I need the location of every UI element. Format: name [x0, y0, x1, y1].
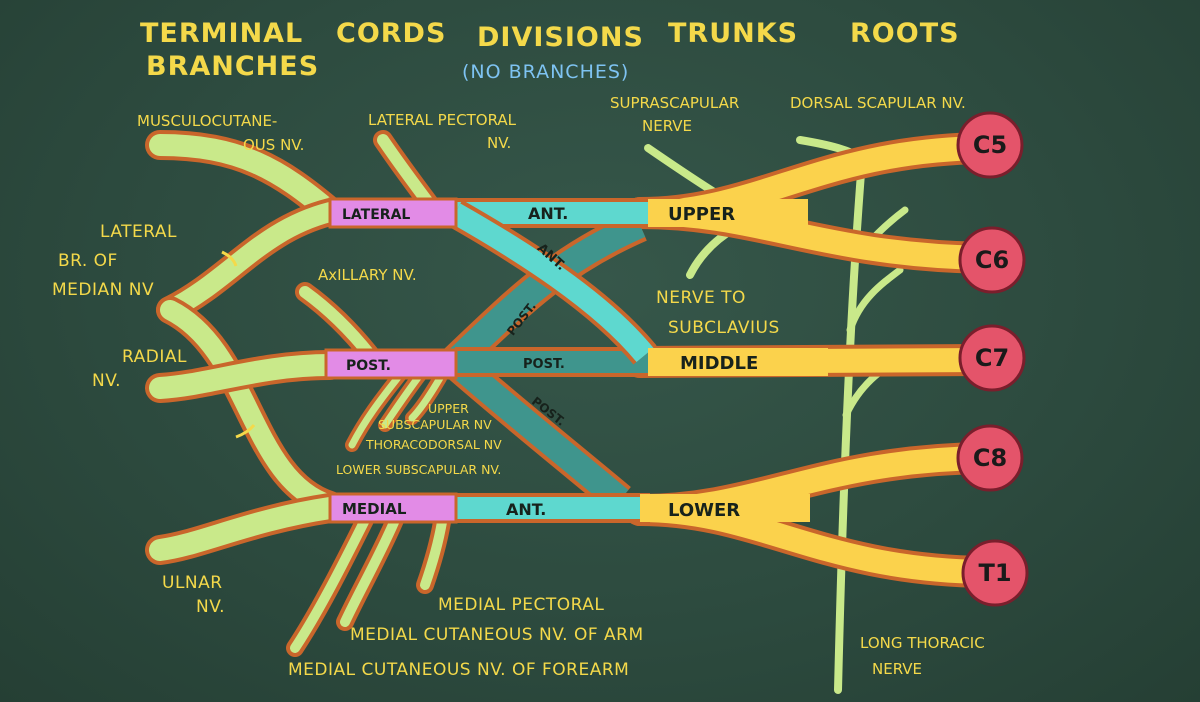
root-t1: T1 [963, 541, 1027, 605]
roots: C5 C6 C7 C8 T1 [958, 113, 1027, 605]
root-c6: C6 [960, 228, 1024, 292]
label-medial-cut-arm: MEDIAL CUTANEOUS NV. OF ARM [350, 625, 644, 645]
label-ulnar-2: NV. [196, 597, 225, 617]
root-c8: C8 [958, 426, 1022, 490]
header-branches: BRANCHES [146, 51, 319, 82]
label-upper-subscapular-2: SUBSCAPULAR NV [378, 417, 492, 432]
header-divisions: DIVISIONS [477, 22, 644, 53]
label-dorsal-scapular: DORSAL SCAPULAR NV. [790, 94, 966, 112]
root-c7: C7 [960, 326, 1024, 390]
label-suprascapular-1: SUPRASCAPULAR [610, 94, 739, 112]
label-radial-2: NV. [92, 371, 121, 391]
label-ulnar-1: ULNAR [162, 573, 223, 593]
division-ant-lower: ANT. [506, 500, 546, 519]
cord-medial-label: MEDIAL [342, 500, 407, 518]
label-lower-subscapular: LOWER SUBSCAPULAR NV. [336, 462, 501, 477]
header-cords: CORDS [336, 18, 446, 49]
label-lateral-br-median-3: MEDIAN NV [52, 280, 154, 300]
label-musculocutaneous-2: OUS NV. [243, 136, 304, 154]
header-roots: ROOTS [850, 18, 960, 49]
label-thoracodorsal: THORACODORSAL NV [365, 437, 502, 452]
trunk-upper-label: UPPER [668, 204, 735, 225]
trunk-lower-label: LOWER [668, 500, 740, 521]
label-suprascapular-2: NERVE [642, 117, 692, 135]
header-trunks: TRUNKS [668, 18, 798, 49]
label-long-thoracic-1: LONG THORACIC [860, 634, 985, 652]
label-upper-subscapular-1: UPPER [428, 401, 469, 416]
header-no-branches: (NO BRANCHES) [462, 61, 629, 83]
label-lateral-br-median-2: BR. OF [58, 251, 118, 271]
cord-posterior-label: POST. [346, 358, 391, 374]
svg-text:C7: C7 [975, 344, 1009, 372]
label-musculocutaneous-1: MUSCULOCUTANE- [137, 112, 277, 130]
label-medial-pectoral: MEDIAL PECTORAL [438, 595, 604, 615]
header-terminal: TERMINAL [140, 18, 303, 49]
division-ant-upper: ANT. [528, 204, 568, 223]
label-long-thoracic-2: NERVE [872, 660, 922, 678]
label-medial-cut-forearm: MEDIAL CUTANEOUS NV. OF FOREARM [288, 660, 629, 680]
svg-text:C5: C5 [973, 131, 1007, 159]
label-axillary: AxILLARY NV. [318, 266, 417, 284]
label-radial-1: RADIAL [122, 347, 187, 367]
svg-text:T1: T1 [978, 559, 1011, 587]
label-lateral-pectoral-2: NV. [487, 134, 511, 152]
label-nerve-to-subclavius-2: SUBCLAVIUS [668, 318, 780, 338]
label-lateral-br-median-1: LATERAL [100, 222, 177, 242]
trunk-middle-label: MIDDLE [680, 353, 758, 374]
root-c5: C5 [958, 113, 1022, 177]
division-post-middle: POST. [523, 357, 565, 372]
label-nerve-to-subclavius-1: NERVE TO [656, 288, 746, 308]
svg-text:C8: C8 [973, 444, 1007, 472]
section-headers: TERMINAL BRANCHES CORDS DIVISIONS (NO BR… [140, 18, 960, 83]
cord-lateral-label: LATERAL [342, 207, 410, 223]
label-lateral-pectoral-1: LATERAL PECTORAL [368, 111, 517, 129]
svg-text:C6: C6 [975, 246, 1009, 274]
